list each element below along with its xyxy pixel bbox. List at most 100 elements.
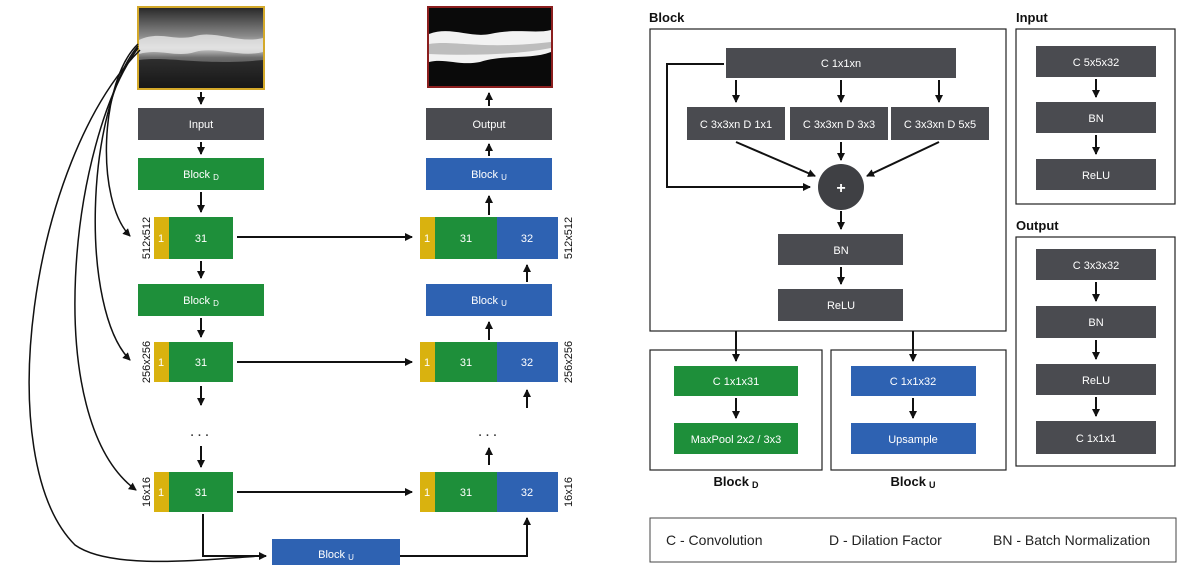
block-d-box-2 bbox=[138, 284, 264, 316]
output-panel bbox=[1015, 236, 1176, 467]
block-relu bbox=[778, 289, 903, 321]
output-panel-relu bbox=[1036, 364, 1156, 395]
input-panel-bn bbox=[1036, 102, 1156, 133]
block-u-upsample bbox=[851, 423, 976, 454]
level3-right-blue bbox=[497, 472, 558, 512]
level1-left-green bbox=[169, 217, 233, 259]
plus-sign: + bbox=[836, 180, 845, 197]
level3-right-blue-label: 32 bbox=[521, 487, 533, 499]
level3-left-yellow bbox=[154, 472, 169, 512]
block-d-box-1 bbox=[138, 158, 264, 190]
residual-connection bbox=[666, 63, 811, 191]
block-relu-label: ReLU bbox=[827, 300, 855, 312]
level1-left-size: 512x512 bbox=[141, 217, 153, 259]
block-u-bottom bbox=[272, 539, 400, 565]
block-d-conv-label: C 1x1x31 bbox=[713, 376, 759, 388]
level2-right-size: 256x256 bbox=[563, 341, 575, 383]
input-panel-bn-label: BN bbox=[1088, 113, 1103, 125]
level1-right-size: 512x512 bbox=[563, 217, 575, 259]
output-panel-conv-final-label: C 1x1x1 bbox=[1076, 433, 1116, 445]
level3-right-green bbox=[435, 472, 497, 512]
level1-right-blue-label: 32 bbox=[521, 233, 533, 245]
curve-input-to-bottom bbox=[28, 49, 261, 563]
block-conv-d3 bbox=[790, 107, 888, 140]
level2-right-yellow-label: 1 bbox=[424, 357, 430, 369]
output-box bbox=[426, 108, 552, 140]
input-scan-image bbox=[137, 6, 265, 90]
block-conv-1x1 bbox=[726, 48, 956, 78]
input-box-label: Input bbox=[189, 119, 213, 131]
block-u-upsample-label: Upsample bbox=[888, 434, 938, 446]
block-d-conv bbox=[674, 366, 798, 396]
output-panel-conv-label: C 3x3x32 bbox=[1073, 260, 1119, 272]
block-u-conv-label: C 1x1x32 bbox=[890, 376, 936, 388]
curve-input-to-level2 bbox=[94, 45, 139, 361]
input-box bbox=[138, 108, 264, 140]
level3-left-green bbox=[169, 472, 233, 512]
legend-batchnorm: BN - Batch Normalization bbox=[993, 532, 1150, 548]
block-conv-d1-label: C 3x3xn D 1x1 bbox=[700, 119, 772, 131]
level3-right-size: 16x16 bbox=[563, 477, 575, 507]
level1-right-green bbox=[435, 217, 497, 259]
level1-right-green-label: 31 bbox=[460, 233, 472, 245]
block-conv-d5-label: C 3x3xn D 5x5 bbox=[904, 119, 976, 131]
level1-right-yellow-label: 1 bbox=[424, 233, 430, 245]
plus-circle bbox=[818, 164, 864, 210]
legend-box bbox=[649, 517, 1177, 563]
level2-right-blue bbox=[497, 342, 558, 382]
level2-left-yellow bbox=[154, 342, 169, 382]
level3-right-yellow-label: 1 bbox=[424, 487, 430, 499]
block-u-box-2 bbox=[426, 284, 552, 316]
input-panel bbox=[1015, 28, 1176, 205]
legend-dilation: D - Dilation Factor bbox=[829, 532, 942, 548]
block-conv-1x1-label: C 1x1xn bbox=[821, 58, 861, 70]
right-ellipsis: ... bbox=[478, 423, 500, 440]
level2-right-blue-label: 32 bbox=[521, 357, 533, 369]
block-panel-title: Block bbox=[649, 10, 685, 25]
input-panel-conv-label: C 5x5x32 bbox=[1073, 57, 1119, 69]
output-panel-bn-label: BN bbox=[1088, 317, 1103, 329]
level2-left-size: 256x256 bbox=[141, 341, 153, 383]
arrow-level3-to-bottom-blocku bbox=[202, 514, 267, 560]
level2-left-green-label: 31 bbox=[195, 357, 207, 369]
output-box-label: Output bbox=[472, 119, 505, 131]
block-u-panel bbox=[830, 349, 1007, 471]
level1-right-blue bbox=[497, 217, 558, 259]
arrow-bottom-blocku-to-level3-right bbox=[400, 517, 531, 557]
block-conv-d3-label: C 3x3xn D 3x3 bbox=[803, 119, 875, 131]
block-conv-d5 bbox=[891, 107, 989, 140]
block-conv-d1 bbox=[687, 107, 785, 140]
block-bn bbox=[778, 234, 903, 265]
level2-left-yellow-label: 1 bbox=[158, 357, 164, 369]
input-panel-relu-label: ReLU bbox=[1082, 170, 1110, 182]
legend-convolution: C - Convolution bbox=[666, 532, 763, 548]
block-d-maxpool bbox=[674, 423, 798, 454]
level2-left-green bbox=[169, 342, 233, 382]
curve-input-to-level1 bbox=[105, 43, 139, 237]
arrow-d5-to-plus bbox=[866, 141, 940, 177]
level3-right-green-label: 31 bbox=[460, 487, 472, 499]
output-segmentation-image bbox=[427, 6, 553, 88]
input-panel-title: Input bbox=[1016, 10, 1048, 25]
level1-left-yellow-label: 1 bbox=[158, 233, 164, 245]
output-panel-conv bbox=[1036, 249, 1156, 280]
level1-right-yellow bbox=[420, 217, 435, 259]
output-panel-title: Output bbox=[1016, 218, 1059, 233]
arrow-d1-to-plus bbox=[735, 141, 816, 177]
level2-right-green bbox=[435, 342, 497, 382]
block-d-maxpool-label: MaxPool 2x2 / 3x3 bbox=[691, 434, 782, 446]
block-bn-label: BN bbox=[833, 245, 848, 257]
level1-left-yellow bbox=[154, 217, 169, 259]
input-panel-relu bbox=[1036, 159, 1156, 190]
block-panel bbox=[649, 28, 1007, 332]
level3-left-size: 16x16 bbox=[141, 477, 153, 507]
left-ellipsis: ... bbox=[190, 423, 212, 440]
level2-right-yellow bbox=[420, 342, 435, 382]
